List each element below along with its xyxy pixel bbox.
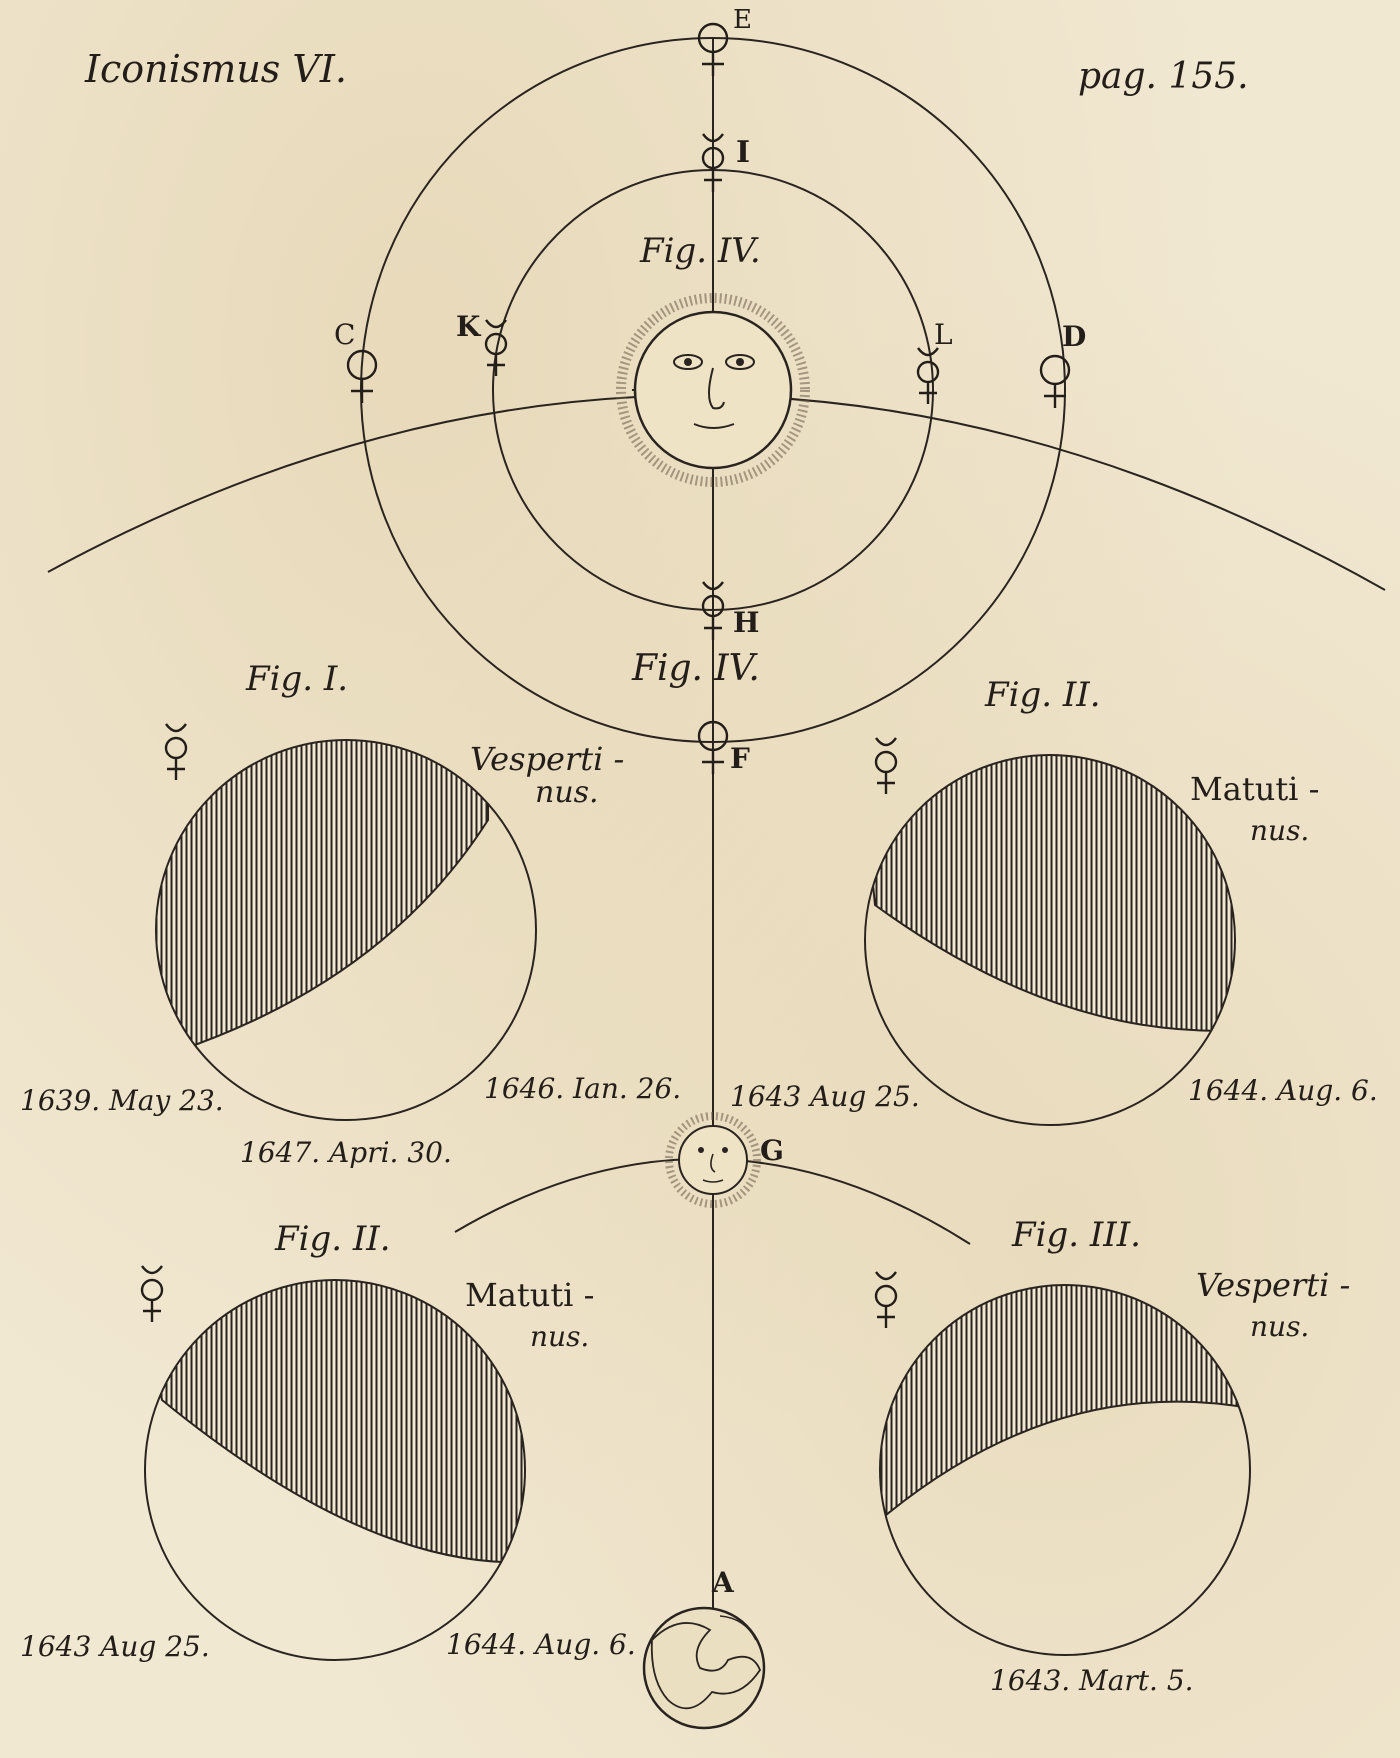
mercury-symbol-icon [164,723,188,780]
point-label-l: L [934,318,953,351]
earth-globe-icon [642,1606,766,1730]
point-label-h: H [733,606,759,639]
point-label-k: K [456,310,482,343]
fig2-lower-date-right: 1644. Aug. 6. [446,1628,636,1661]
fig4-label-top: Fig. IV. [639,231,761,271]
fig2-lower-mercury-disc [144,1279,526,1661]
fig1-phase-line2: nus. [535,775,599,810]
mercury-symbol-icon [701,581,725,640]
fig2-lower-phase-line1: Matuti - [465,1276,594,1314]
point-label-c: C [334,318,355,351]
mercury-symbol-icon [140,1265,164,1322]
fig3-phase-line2: nus. [1250,1310,1309,1343]
point-label-g: G [760,1134,784,1167]
venus-symbol-icon [1039,354,1071,408]
fig2-upper-date-left: 1643 Aug 25. [730,1080,920,1113]
venus-symbol-icon [697,22,729,76]
point-label-f: F [730,742,750,775]
sun-face-icon [616,293,810,487]
fig2-upper-phase-line1: Matuti - [1190,770,1319,808]
mercury-symbol-icon [701,133,725,192]
sun-face-icon [665,1112,761,1208]
point-label-e: E [733,5,752,35]
fig1-date-bottom: 1647. Apri. 30. [240,1136,452,1169]
fig2-upper-date-right: 1644. Aug. 6. [1188,1074,1378,1107]
fig1-phase-line1: Vesperti - [470,740,624,778]
fig2-upper-phase-line2: nus. [1250,814,1309,847]
point-label-i: I [736,135,750,170]
fig2-lower-phase-line2: nus. [530,1320,589,1353]
fig1-date-left: 1639. May 23. [20,1084,224,1117]
fig1-mercury-disc [155,739,537,1121]
fig3-phase-line1: Vesperti - [1196,1266,1350,1304]
venus-symbol-icon [346,349,378,403]
fig2-upper-mercury-disc [864,754,1236,1126]
mercury-symbol-icon [916,347,940,404]
fig3-mercury-disc [879,1284,1251,1656]
point-label-d: D [1062,320,1086,353]
plate-title: Iconismus VI. [84,47,347,91]
fig1-date-right: 1646. Ian. 26. [484,1072,681,1105]
fig1-label: Fig. I. [245,659,348,699]
fig4-label-bottom: Fig. IV. [631,648,760,689]
mercury-symbol-icon [874,1271,898,1328]
fig2-upper-label: Fig. II. [984,675,1101,715]
mercury-symbol-icon [484,319,508,376]
venus-symbol-icon [697,720,729,774]
mercury-symbol-icon [874,737,898,794]
fig2-lower-label: Fig. II. [274,1219,391,1259]
fig3-date-bottom: 1643. Mart. 5. [990,1664,1194,1697]
fig2-lower-date-left: 1643 Aug 25. [20,1630,210,1663]
fig3-label: Fig. III. [1011,1215,1141,1255]
page-number: pag. 155. [1078,56,1249,97]
point-label-a: A [711,1566,735,1599]
